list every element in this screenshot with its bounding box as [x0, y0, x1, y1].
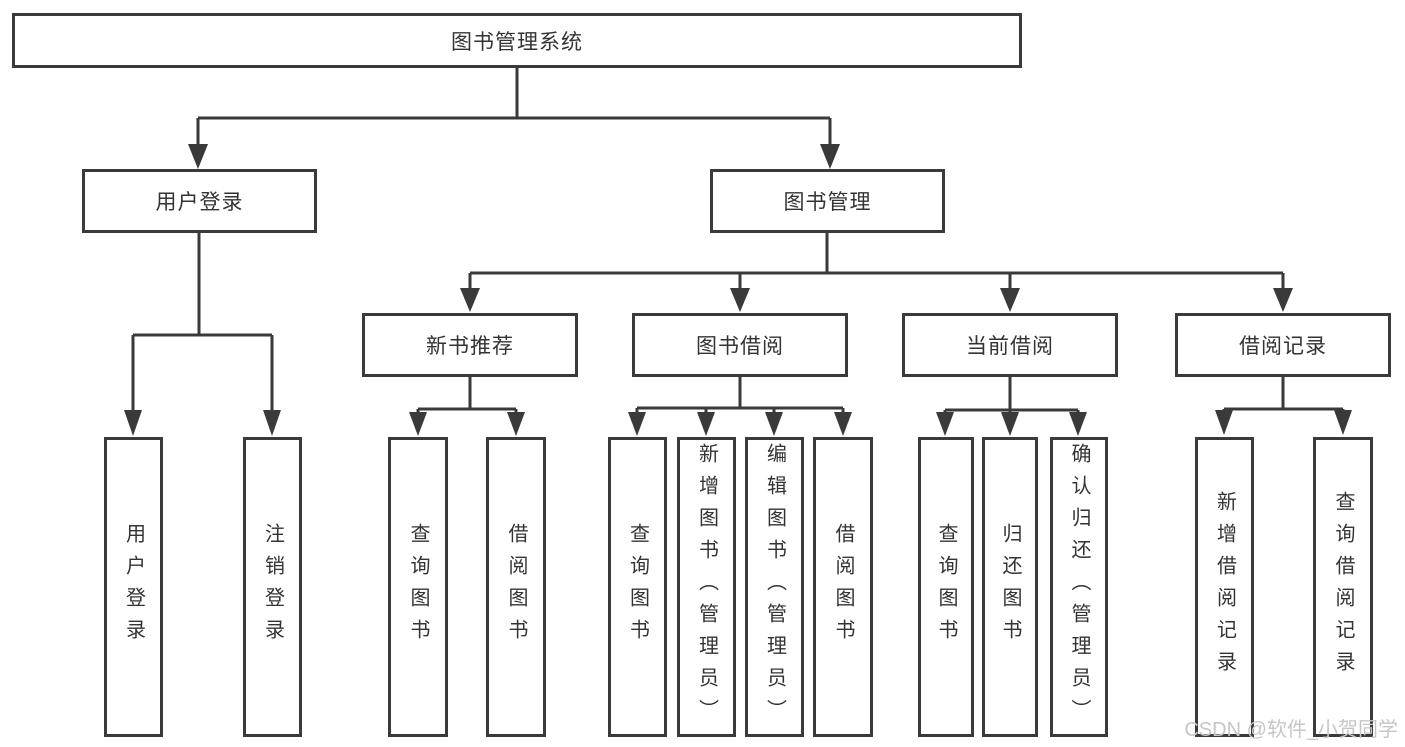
node-label: 查询图书	[935, 523, 957, 651]
node-label: 借阅图书	[505, 523, 527, 651]
node-label: 归还图书	[999, 523, 1021, 651]
node-label: 借阅记录	[1239, 335, 1327, 358]
node-user-login: 用户登录	[82, 169, 317, 233]
node-label: 注销登录	[261, 523, 284, 651]
node-label: 编辑图书（管理员）	[763, 443, 786, 731]
leaf-confirm-return-admin: 确认归还（管理员）	[1050, 437, 1108, 737]
node-label: 用户登录	[155, 191, 244, 214]
leaf-return-books: 归还图书	[982, 437, 1038, 737]
node-borrow-records: 借阅记录	[1175, 313, 1391, 377]
node-current-borrow: 当前借阅	[902, 313, 1118, 377]
node-label: 查询借阅记录	[1332, 491, 1354, 683]
node-book-management: 图书管理	[710, 169, 945, 233]
leaf-add-books-admin: 新增图书（管理员）	[677, 437, 736, 737]
node-label: 查询图书	[407, 523, 429, 651]
leaf-query-books-3: 查询图书	[918, 437, 974, 737]
node-label: 图书管理	[783, 191, 872, 214]
leaf-query-borrow-record: 查询借阅记录	[1313, 437, 1373, 737]
csdn-watermark: CSDN @软件_小贺同学	[1184, 719, 1398, 741]
leaf-borrow-books-2: 借阅图书	[813, 437, 873, 737]
leaf-query-books-1: 查询图书	[388, 437, 448, 737]
node-root-system: 图书管理系统	[12, 13, 1022, 68]
node-label: 新增借阅记录	[1213, 491, 1236, 683]
node-label: 用户登录	[122, 523, 145, 651]
node-book-borrow: 图书借阅	[632, 313, 848, 377]
leaf-edit-books-admin: 编辑图书（管理员）	[745, 437, 804, 737]
node-label: 图书借阅	[696, 335, 784, 358]
leaf-logout: 注销登录	[243, 437, 302, 737]
node-label: 查询图书	[626, 523, 649, 651]
node-label: 确认归还（管理员）	[1068, 443, 1090, 731]
node-label: 图书管理系统	[451, 30, 583, 54]
leaf-borrow-books-1: 借阅图书	[486, 437, 546, 737]
node-label: 新增图书（管理员）	[695, 443, 718, 731]
node-label: 新书推荐	[426, 335, 514, 358]
leaf-user-login: 用户登录	[104, 437, 163, 737]
node-label: 当前借阅	[966, 335, 1054, 358]
node-label: 借阅图书	[832, 523, 854, 651]
leaf-query-books-2: 查询图书	[608, 437, 667, 737]
leaf-add-borrow-record: 新增借阅记录	[1195, 437, 1254, 737]
node-new-book-recommend: 新书推荐	[362, 313, 578, 377]
